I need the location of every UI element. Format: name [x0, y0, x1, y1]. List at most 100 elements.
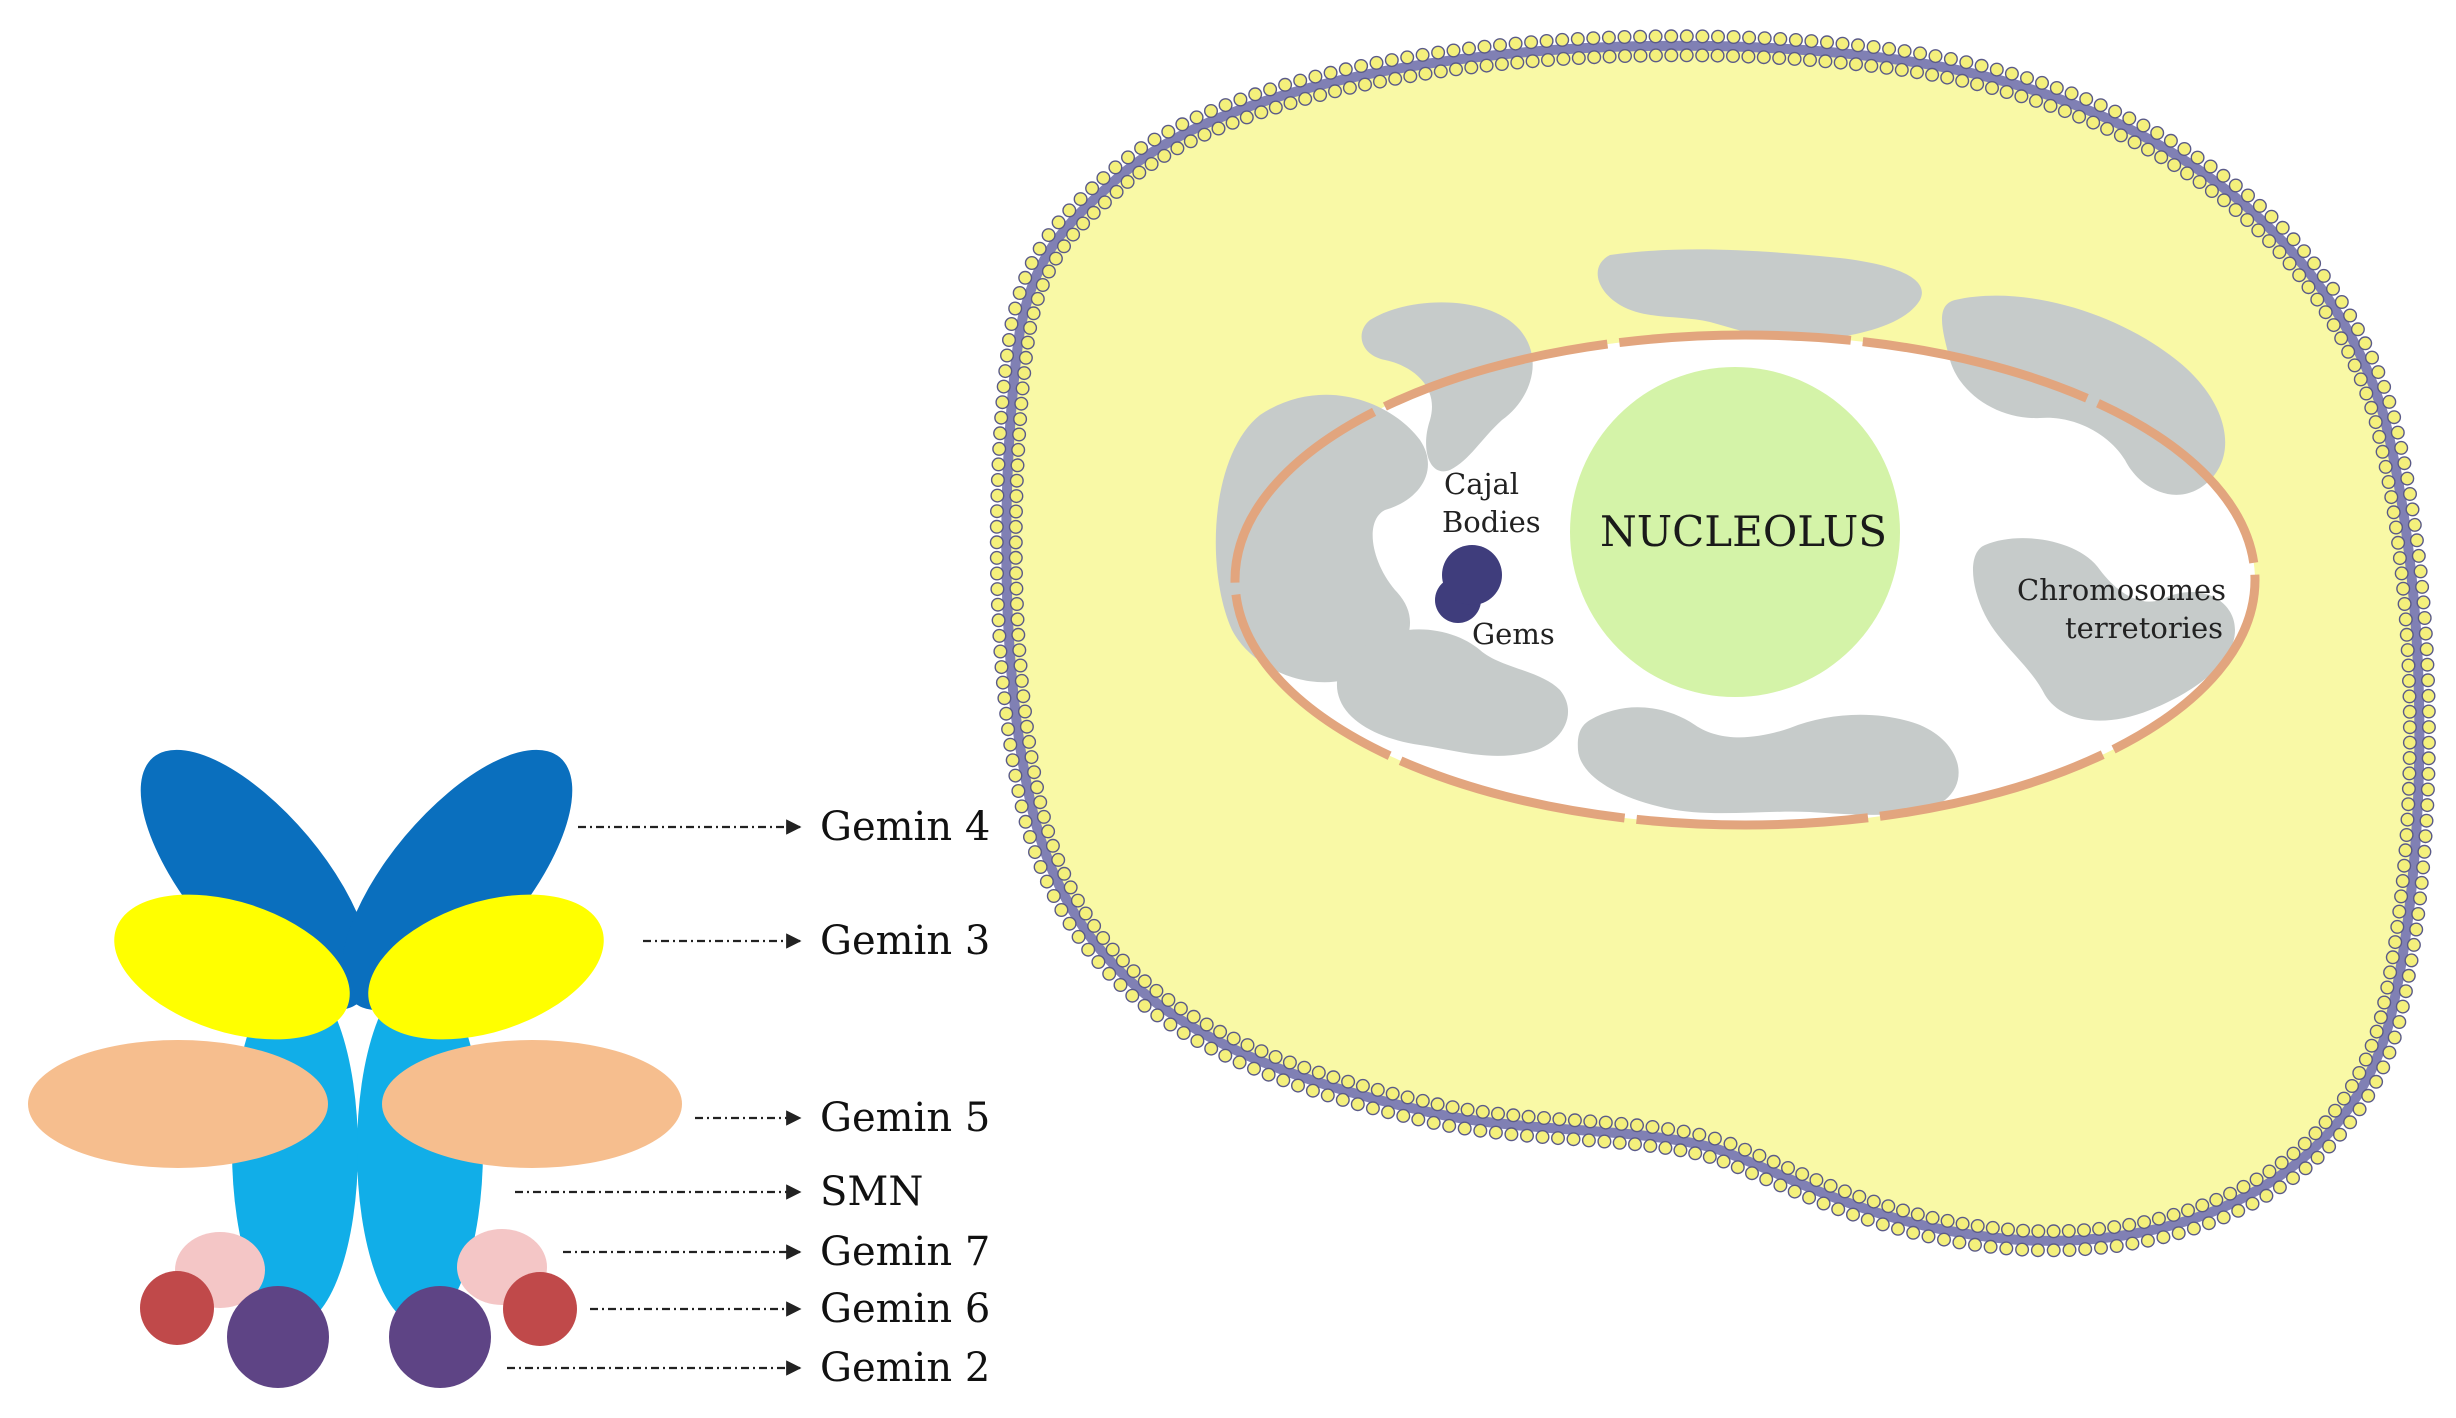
membrane-bead: [1819, 35, 1834, 50]
membrane-bead: [1442, 1118, 1457, 1133]
membrane-bead: [1008, 301, 1023, 316]
membrane-bead: [1372, 74, 1387, 89]
membrane-bead: [1017, 366, 1032, 381]
membrane-bead: [1833, 55, 1848, 70]
membrane-bead: [1492, 38, 1507, 53]
membrane-bead: [1073, 192, 1088, 207]
membrane-bead: [1338, 62, 1353, 77]
membrane-bead: [2308, 1126, 2323, 1141]
membrane-bead: [1326, 1070, 1341, 1085]
membrane-bead: [2364, 400, 2379, 415]
membrane-bead: [1648, 29, 1663, 44]
membrane-bead: [2376, 1060, 2391, 1075]
chromatin-blob: [1972, 538, 2235, 721]
membrane-bead: [2400, 471, 2415, 486]
membrane-bead: [1710, 29, 1725, 44]
membrane-bead: [1970, 77, 1985, 92]
membrane-bead: [2122, 111, 2137, 126]
membrane-bead: [1556, 51, 1571, 66]
membrane-bead: [2413, 564, 2428, 579]
membrane-bead: [1860, 1212, 1875, 1227]
membrane-bead: [2361, 1088, 2376, 1103]
membrane-bead: [1057, 866, 1072, 881]
membrane-bead: [2402, 689, 2417, 704]
membrane-bead: [1076, 216, 1091, 231]
membrane-bead: [1766, 1154, 1781, 1169]
membrane-bead: [2386, 505, 2401, 520]
membrane-bead: [1263, 82, 1278, 97]
membrane-bead: [2378, 459, 2393, 474]
membrane-bead: [1033, 860, 1048, 875]
membrane-bead: [1710, 48, 1725, 63]
membrane-bead: [1940, 1213, 1955, 1228]
gemin5-left-shape: [28, 1040, 328, 1168]
membrane-bead: [2399, 828, 2414, 843]
membrane-bead: [1078, 906, 1093, 921]
membrane-bead: [1369, 55, 1384, 70]
membrane-bead: [1320, 1088, 1335, 1103]
membrane-bead: [998, 364, 1013, 379]
membrane-bead: [2028, 93, 2043, 108]
membrane-bead: [1415, 47, 1430, 62]
membrane-bead: [2076, 1223, 2091, 1238]
membrane-bead: [2398, 843, 2413, 858]
membrane-bead: [995, 675, 1010, 690]
membrane-bead: [2043, 98, 2058, 113]
chromatin-blob: [1215, 394, 1428, 683]
membrane-bead: [2057, 104, 2072, 119]
membrane-bead: [2402, 704, 2417, 719]
membrane-bead: [2421, 720, 2436, 735]
membrane-bead: [1780, 1160, 1795, 1175]
membrane-bead: [2343, 308, 2358, 323]
membrane-bead: [1015, 381, 1030, 396]
membrane-bead: [2411, 907, 2426, 922]
membrane-bead: [2347, 358, 2362, 373]
membrane-bead: [1570, 32, 1585, 47]
membrane-bead: [1716, 1154, 1731, 1169]
membrane-bead: [1488, 1125, 1503, 1140]
membrane-bead: [2015, 1242, 2030, 1257]
membrane-bead: [1823, 1178, 1838, 1193]
membrane-bead: [1026, 306, 1041, 321]
membrane-bead: [2150, 125, 2165, 140]
membrane-bead: [1906, 1225, 1921, 1240]
membrane-bead: [1268, 100, 1283, 115]
membrane-bead: [1105, 942, 1120, 957]
membrane-bead: [996, 379, 1011, 394]
membrane-bead: [2387, 410, 2402, 425]
membrane-bead: [1293, 73, 1308, 88]
membrane-bead: [2350, 322, 2365, 337]
membrane-bead: [1008, 550, 1023, 565]
membrane-bead: [1612, 1135, 1627, 1150]
membrane-bead: [2420, 673, 2435, 688]
membrane-bead: [1581, 1133, 1596, 1148]
membrane-bead: [999, 706, 1014, 721]
membrane-bead: [1014, 673, 1029, 688]
membrane-bead: [1866, 1194, 1881, 1209]
membrane-bead: [2228, 202, 2243, 217]
membrane-bead: [1525, 54, 1540, 69]
membrane-bead: [1018, 350, 1033, 365]
membrane-bead: [2336, 1091, 2351, 1106]
membrane-bead: [989, 550, 1004, 565]
membrane-bead: [1446, 43, 1461, 58]
membrane-bead: [1071, 929, 1086, 944]
membrane-bead: [1008, 535, 1023, 550]
gemin5-right-shape: [382, 1040, 682, 1168]
membrane-bead: [2203, 159, 2218, 174]
membrane-bead: [1583, 1114, 1598, 1129]
membrane-bead: [1054, 903, 1069, 918]
membrane-bead: [2359, 386, 2374, 401]
nucleus: [1215, 249, 2260, 830]
membrane-bead: [2325, 281, 2340, 296]
membrane-bead: [1418, 66, 1433, 81]
membrane-bead: [1831, 1202, 1846, 1217]
membrane-bead: [1144, 156, 1159, 171]
membrane-bead: [2086, 115, 2101, 130]
membrane-bead: [1161, 124, 1176, 139]
membrane-bead: [1910, 1207, 1925, 1222]
membrane-bead: [994, 660, 1009, 675]
membrane-bead: [1022, 734, 1037, 749]
membrane-bead: [2177, 141, 2192, 156]
